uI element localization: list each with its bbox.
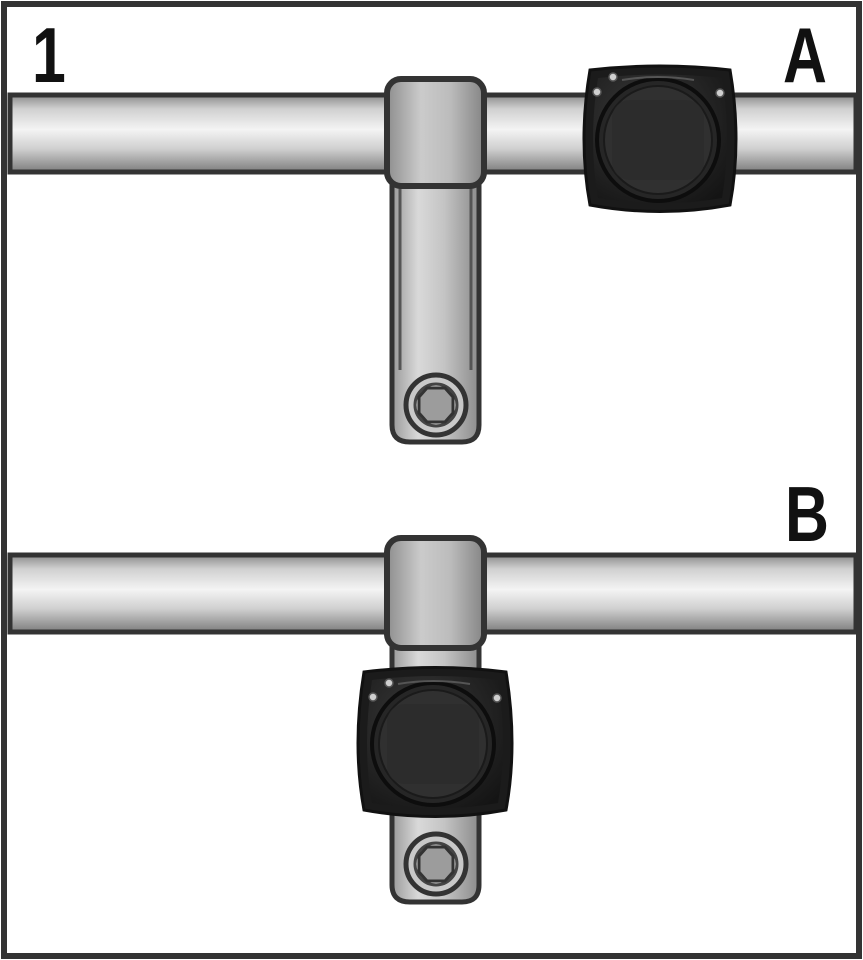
panel-b [7,535,859,905]
mount-screw-icon [592,87,602,97]
mount-screw-icon [384,678,394,688]
stem-clamp-a [384,76,487,189]
computer-mount-a [582,64,738,213]
variant-a-label: A [783,11,827,99]
computer-mount-b [356,666,514,818]
panel-a [7,64,859,445]
mount-screw-icon [608,72,618,82]
stem-clamp-b [384,535,487,651]
step-number: 1 [32,11,66,99]
variant-b-label: B [785,470,829,558]
stem-a [389,177,482,445]
mount-screw-icon [715,88,725,98]
mount-screw-icon [492,693,502,703]
mount-screw-icon [368,692,378,702]
